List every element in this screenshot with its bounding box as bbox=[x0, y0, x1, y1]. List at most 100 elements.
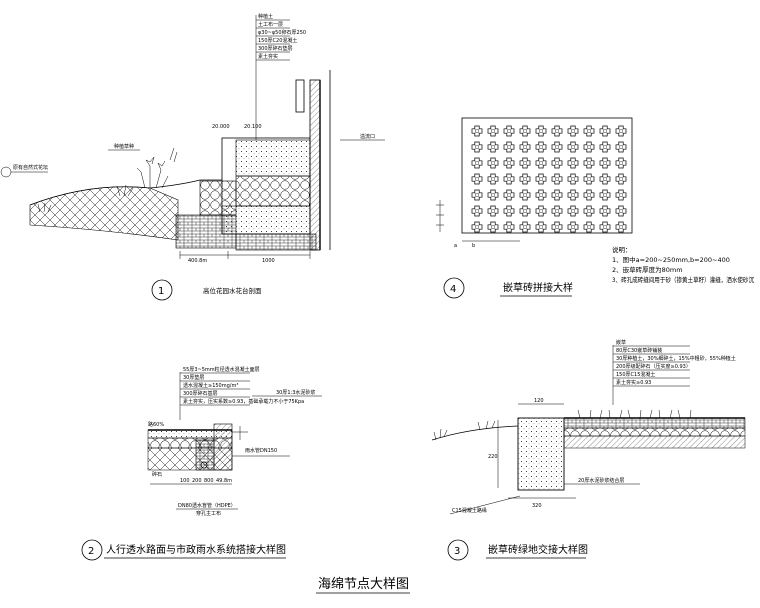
paver-cell bbox=[535, 173, 547, 185]
detail2-dim: 100 bbox=[180, 478, 190, 484]
paver-hole bbox=[571, 145, 575, 149]
paver-cell bbox=[599, 221, 611, 233]
detail1-label: 20.100 bbox=[244, 124, 262, 130]
paver-hole bbox=[587, 177, 591, 181]
paver-hole bbox=[555, 193, 559, 197]
paver-cell bbox=[567, 125, 579, 137]
detail2-label: DN80透水盲管（HDPE） bbox=[178, 502, 236, 509]
paver-hole bbox=[587, 225, 591, 229]
paver-cell bbox=[519, 173, 531, 185]
paver-cell bbox=[583, 141, 595, 153]
grass-icon bbox=[433, 420, 496, 441]
paver-cell bbox=[471, 205, 483, 217]
detail-number-badge bbox=[81, 539, 103, 561]
detail2-label: 穿孔主工布 bbox=[196, 510, 221, 517]
paver-hole bbox=[587, 145, 591, 149]
paver-cell bbox=[599, 141, 611, 153]
note-line: 3、砖孔成砖缝间用于砂（掺黄土草籽）灌缝，洒水使砂沉 bbox=[612, 275, 754, 284]
note-line: 1、图中a=200~250mm,b=200~400 bbox=[612, 255, 730, 264]
detail1-label: 素土夯实 bbox=[258, 53, 278, 60]
paver-hole bbox=[491, 129, 495, 133]
note-title: 说明： bbox=[612, 245, 632, 254]
paver-cell bbox=[487, 189, 499, 201]
paver-cell bbox=[471, 221, 483, 233]
paver-hole bbox=[571, 129, 575, 133]
paver-hole bbox=[619, 161, 623, 165]
paver-hole bbox=[523, 129, 527, 133]
paver-hole bbox=[603, 193, 607, 197]
detail3-label: 150厚C15混凝土 bbox=[616, 371, 655, 378]
paver-cell bbox=[471, 173, 483, 185]
paver-hole bbox=[491, 193, 495, 197]
paver-cell bbox=[551, 189, 563, 201]
paver-cell bbox=[535, 157, 547, 169]
detail1-label: 溢流口 bbox=[360, 133, 375, 140]
paver-cell bbox=[599, 205, 611, 217]
paver-cell bbox=[471, 125, 483, 137]
note-line: 2、嵌草砖厚度为80mm bbox=[612, 265, 683, 274]
paver-hole bbox=[507, 193, 511, 197]
detail3-label: 200厚级配碎石（压实度≥0.93） bbox=[616, 363, 691, 370]
detail-3: 嵌草 80厚C30嵌草砖铺装 30厚种植土，30%细碎土，15%中粗砂，55%种… bbox=[431, 339, 746, 561]
paver-cell bbox=[487, 141, 499, 153]
paver-hole bbox=[475, 193, 479, 197]
paver-hole bbox=[555, 177, 559, 181]
paver-cell bbox=[567, 157, 579, 169]
paver-cell bbox=[551, 125, 563, 137]
paver-cell bbox=[487, 157, 499, 169]
paver-cell bbox=[519, 189, 531, 201]
detail3-label: C15混凝土路缘 bbox=[452, 507, 487, 514]
detail2-label: 路60% bbox=[148, 421, 164, 428]
paver-cell bbox=[567, 221, 579, 233]
paver-cell bbox=[583, 157, 595, 169]
dim-label-b: b bbox=[472, 243, 475, 249]
paver-cell bbox=[615, 141, 627, 153]
paver-hole bbox=[619, 225, 623, 229]
paver-hole bbox=[475, 145, 479, 149]
detail2-label: 300厚碎石基层 bbox=[183, 390, 218, 397]
paver-hole bbox=[619, 209, 623, 213]
detail2-dim: 49.8m bbox=[216, 478, 232, 484]
paver-cell bbox=[471, 189, 483, 201]
paver-cell bbox=[599, 125, 611, 137]
detail1-label: 原有自然式花坛 bbox=[13, 164, 48, 171]
paver-hole bbox=[587, 129, 591, 133]
detail-1: 种植土 土工布一层 φ30~φ50卵石厚250 150厚C20混凝土 300厚碎… bbox=[0, 13, 385, 301]
paver-hole bbox=[603, 129, 607, 133]
page-title: 海绵节点大样图 bbox=[318, 577, 409, 592]
paver-hole bbox=[491, 177, 495, 181]
paver-hole bbox=[539, 193, 543, 197]
paver-hole bbox=[603, 209, 607, 213]
detail1-label: 种植土 bbox=[258, 13, 273, 20]
paver-hole bbox=[539, 129, 543, 133]
paver-cell bbox=[487, 205, 499, 217]
paver-cell bbox=[487, 125, 499, 137]
detail1-label: 20.000 bbox=[212, 124, 230, 130]
paver-hole bbox=[571, 161, 575, 165]
paver-cell bbox=[567, 173, 579, 185]
paver-cell bbox=[535, 189, 547, 201]
dim-label-a: a bbox=[454, 243, 457, 249]
paver-hole bbox=[619, 193, 623, 197]
paver-cell bbox=[567, 205, 579, 217]
paver-hole bbox=[555, 161, 559, 165]
detail2-label: 30厚1:3水泥砂浆 bbox=[276, 389, 315, 396]
paver-hole bbox=[555, 145, 559, 149]
paver-hole bbox=[555, 129, 559, 133]
paver-cell bbox=[615, 157, 627, 169]
brick-grid bbox=[471, 125, 627, 233]
paver-hole bbox=[603, 225, 607, 229]
detail1-dim: 400.8m bbox=[188, 258, 207, 264]
paver-hole bbox=[507, 225, 511, 229]
detail1-label: 土工布一层 bbox=[258, 21, 283, 28]
paver-cell bbox=[615, 221, 627, 233]
paver-hole bbox=[587, 209, 591, 213]
paver-hole bbox=[555, 225, 559, 229]
detail2-label: 55厚3~5mm粒径透水混凝土面层 bbox=[183, 366, 260, 373]
paver-cell bbox=[551, 141, 563, 153]
paver-hole bbox=[475, 225, 479, 229]
detail1-label: φ30~φ50卵石厚250 bbox=[258, 29, 306, 36]
detail1-label: 300厚碎石垫层 bbox=[258, 45, 293, 52]
paver-cell bbox=[535, 221, 547, 233]
paver-hole bbox=[539, 161, 543, 165]
